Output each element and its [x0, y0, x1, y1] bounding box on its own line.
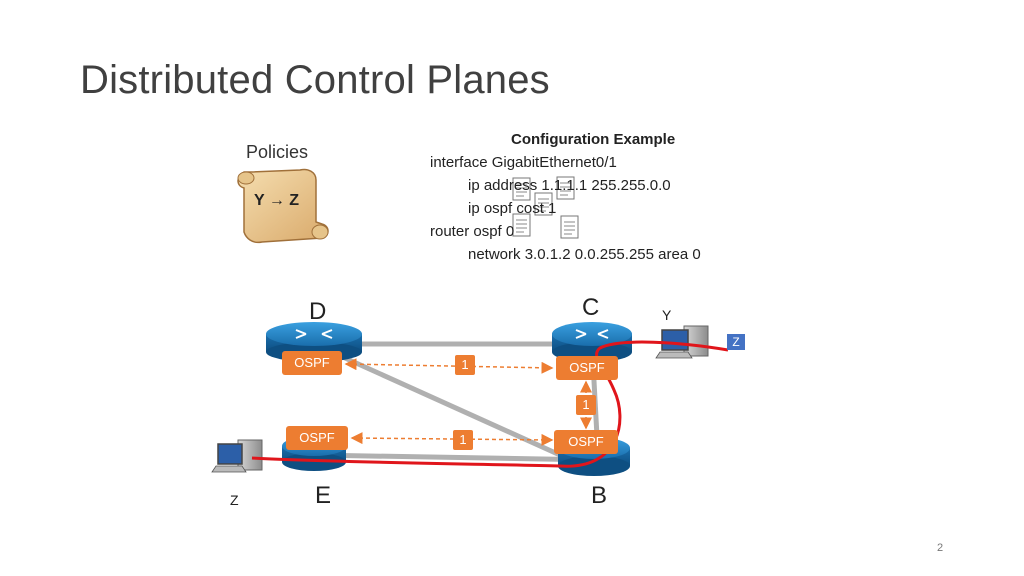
slide-title: Distributed Control Planes: [80, 58, 550, 102]
config-line: router ospf 0: [430, 223, 515, 240]
config-line: interface GigabitEthernet0/1: [430, 154, 617, 171]
policy-scroll-icon: [237, 168, 329, 244]
ospf-process-b: OSPF: [554, 430, 618, 454]
document-icon: [512, 177, 531, 201]
host-z-label: Z: [230, 492, 239, 508]
policies-label: Policies: [246, 142, 309, 162]
document-icon: [534, 192, 553, 216]
document-icon: [512, 213, 531, 237]
document-icons: [512, 176, 579, 239]
document-icon: [560, 215, 579, 239]
config-line: ip ospf cost 1: [468, 200, 557, 217]
node-label-e: E: [315, 482, 332, 509]
link-cost-eb: 1: [453, 430, 473, 450]
host-y-label: Y: [662, 307, 672, 323]
config-line: ip address 1.1.1.1 255.255.0.0: [468, 177, 671, 194]
policy-rule: Y → Z: [254, 192, 300, 209]
forwarding-path: [251, 340, 729, 468]
node-label-c: C: [582, 294, 600, 321]
ospf-process-c: OSPF: [556, 356, 618, 380]
config-title: Configuration Example: [511, 131, 676, 148]
node-label-d: D: [309, 298, 327, 325]
host-z-computer-icon: [211, 439, 263, 473]
node-label-b: B: [591, 482, 608, 509]
ospf-process-e: OSPF: [286, 426, 348, 450]
packet-destination-z: Z: [727, 334, 745, 350]
page-number: 2: [937, 542, 944, 554]
ospf-process-d: OSPF: [282, 351, 342, 375]
document-icon: [556, 176, 575, 200]
link-cost-cb: 1: [576, 395, 596, 415]
link-cost-dc: 1: [455, 355, 475, 375]
config-line: network 3.0.1.2 0.0.255.255 area 0: [468, 246, 701, 263]
